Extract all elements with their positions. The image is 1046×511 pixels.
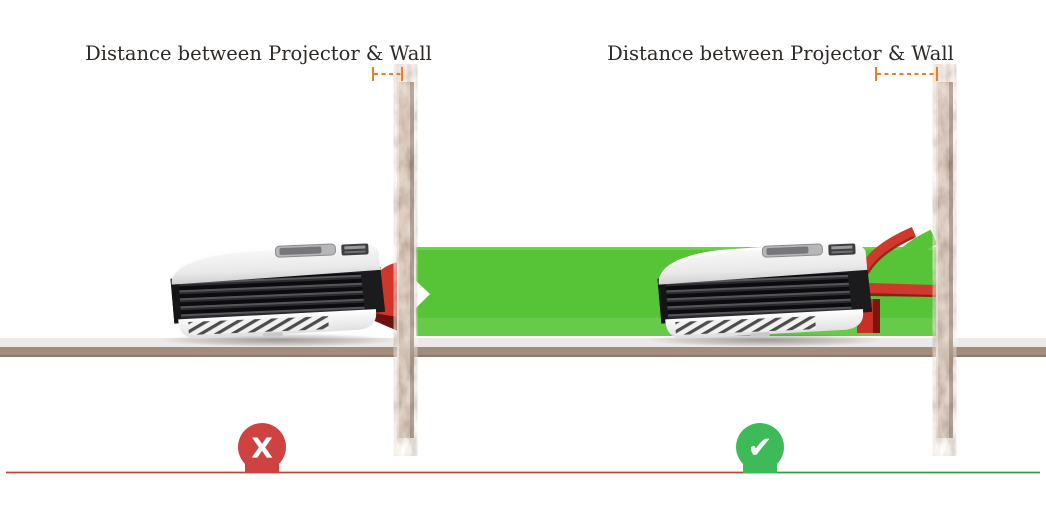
left-panel-title: Distance between Projector & Wall xyxy=(85,42,432,65)
left-distance-measure xyxy=(372,67,403,81)
x-glyph: X xyxy=(251,432,273,465)
check-circle-icon xyxy=(736,423,784,471)
floor xyxy=(0,338,1046,357)
right-distance-measure xyxy=(875,67,938,81)
left-wall xyxy=(397,82,414,438)
right-wall xyxy=(936,82,953,438)
left-projector xyxy=(168,240,387,342)
x-circle-icon xyxy=(238,423,286,471)
incorrect-badge: X xyxy=(238,423,286,473)
right-panel-title: Distance between Projector & Wall xyxy=(607,42,954,65)
correct-badge: ✔ xyxy=(736,423,784,473)
check-glyph: ✔ xyxy=(747,431,772,466)
